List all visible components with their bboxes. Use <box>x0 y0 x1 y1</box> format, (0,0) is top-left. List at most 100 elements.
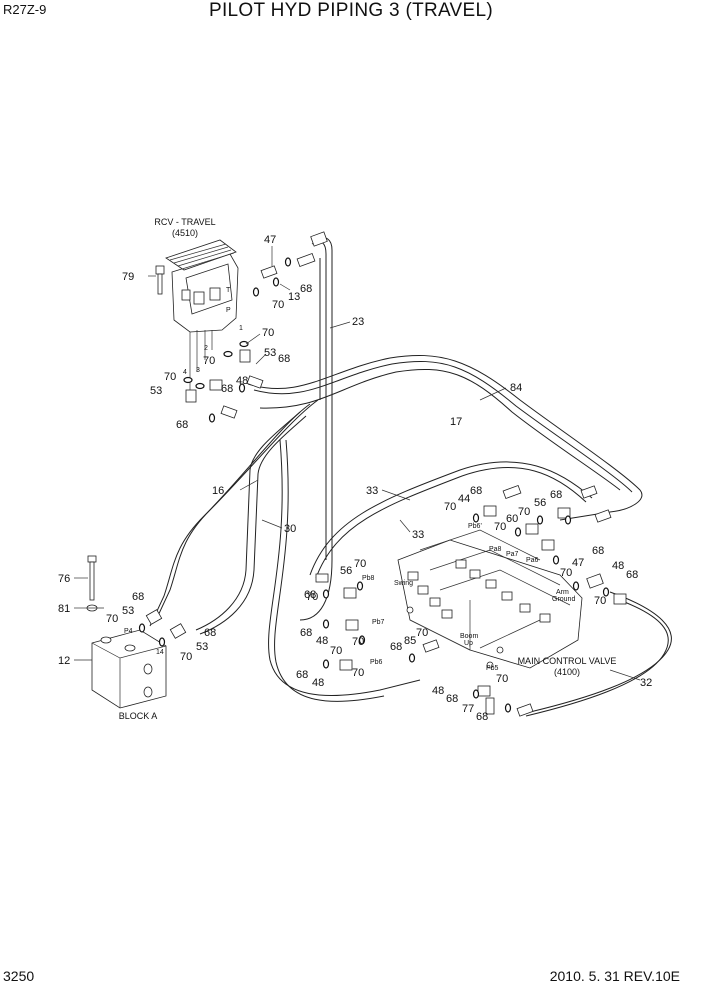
callout-32: 32 <box>640 677 652 689</box>
callout-68: 68 <box>176 419 188 431</box>
callout-47: 47 <box>264 234 276 246</box>
port-3: 3 <box>196 367 200 374</box>
block-a-label: BLOCK A <box>119 711 158 721</box>
callout-81: 81 <box>58 603 70 615</box>
callout-70: 70 <box>330 645 342 657</box>
callout-70: 70 <box>494 521 506 533</box>
callout-53: 53 <box>264 347 276 359</box>
leader-lines <box>74 246 641 681</box>
callout-70: 70 <box>272 299 284 311</box>
model-number: R27Z-9 <box>3 2 47 17</box>
callout-68: 68 <box>592 545 604 557</box>
callout-56: 56 <box>340 565 352 577</box>
callout-68: 68 <box>296 669 308 681</box>
port-t: T <box>226 287 231 294</box>
port-arm: Arm <box>556 589 569 596</box>
callout-70: 70 <box>518 506 530 518</box>
port-boom: Boom <box>460 633 478 640</box>
port-pb6: Pb6 <box>370 659 383 666</box>
port-p4: P4 <box>124 628 133 635</box>
rcv-travel-label: RCV - TRAVEL <box>154 217 215 227</box>
callout-68: 68 <box>300 627 312 639</box>
callout-70: 70 <box>560 567 572 579</box>
mcv-label: MAIN CONTROL VALVE <box>518 656 617 666</box>
main-control-valve <box>397 529 583 669</box>
callout-56: 56 <box>534 497 546 509</box>
port-2: 2 <box>204 345 208 352</box>
callout-33: 33 <box>412 529 424 541</box>
callout-70: 70 <box>106 613 118 625</box>
port-pa7: Pa7 <box>506 551 519 558</box>
callout-33: 33 <box>366 485 378 497</box>
callout-53: 53 <box>122 605 134 617</box>
port-4: 4 <box>183 369 187 376</box>
fittings <box>145 231 627 717</box>
callout-68: 68 <box>221 383 233 395</box>
callout-70: 70 <box>203 355 215 367</box>
revision-date: 2010. 5. 31 REV.10E <box>549 968 680 984</box>
callout-16: 16 <box>212 485 224 497</box>
callout-53: 53 <box>196 641 208 653</box>
o-rings <box>138 257 610 713</box>
callout-68: 68 <box>390 641 402 653</box>
callout-48: 48 <box>612 560 624 572</box>
callout-23: 23 <box>352 316 364 328</box>
callout-68: 68 <box>304 589 316 601</box>
callout-68: 68 <box>476 711 488 723</box>
callout-70: 70 <box>262 327 274 339</box>
callout-68: 68 <box>132 591 144 603</box>
callout-79: 79 <box>122 271 134 283</box>
port-pa8: Pa8 <box>489 546 502 553</box>
port-1: 1 <box>239 325 243 332</box>
callout-77: 77 <box>462 703 474 715</box>
bolt-76 <box>74 555 98 612</box>
rcv-travel-valve <box>165 239 239 395</box>
port-pb8: Pb8 <box>362 575 375 582</box>
callout-30: 30 <box>284 523 296 535</box>
callout-70: 70 <box>444 501 456 513</box>
port-pa6: Pa6 <box>526 557 539 564</box>
port-p: P <box>226 307 231 314</box>
callout-48: 48 <box>316 635 328 647</box>
callout-68: 68 <box>470 485 482 497</box>
callout-70: 70 <box>352 636 364 648</box>
port-pb7: Pb7 <box>372 619 385 626</box>
callout-70: 70 <box>496 673 508 685</box>
callout-70: 70 <box>180 651 192 663</box>
callout-48: 48 <box>236 375 248 387</box>
callout-48: 48 <box>432 685 444 697</box>
callout-70: 70 <box>352 667 364 679</box>
callout-44: 44 <box>458 493 470 505</box>
port-ground: Ground <box>552 596 575 603</box>
callout-47: 47 <box>572 557 584 569</box>
page-title: PILOT HYD PIPING 3 (TRAVEL) <box>208 0 494 21</box>
callout-68: 68 <box>626 569 638 581</box>
callout-68: 68 <box>300 283 312 295</box>
callout-70: 70 <box>416 627 428 639</box>
callout-60: 60 <box>506 513 518 525</box>
callout-68: 68 <box>550 489 562 501</box>
callout-70: 70 <box>306 591 318 603</box>
callout-68: 68 <box>278 353 290 365</box>
callout-17: 17 <box>450 416 462 428</box>
page-number: 3250 <box>3 968 35 984</box>
rcv-travel-code: (4510) <box>172 228 198 238</box>
callout-12: 12 <box>58 655 70 667</box>
bolt-79 <box>148 265 165 295</box>
callout-70: 70 <box>354 558 366 570</box>
callout-85: 85 <box>404 635 416 647</box>
callout-48: 48 <box>312 677 324 689</box>
block-a <box>91 629 167 709</box>
callout-70: 70 <box>594 595 606 607</box>
callout-70: 70 <box>164 371 176 383</box>
callout-84: 84 <box>510 382 522 394</box>
callout-13: 13 <box>288 291 300 303</box>
port-up: Up <box>464 640 473 647</box>
port-pb5: Pb5 <box>486 665 499 672</box>
part-callouts: 47 79 13 70 68 23 70 70 53 68 70 48 53 6… <box>58 234 652 723</box>
mcv-code: (4100) <box>554 667 580 677</box>
callout-53: 53 <box>150 385 162 397</box>
callout-68: 68 <box>204 627 216 639</box>
port-swing: Swing <box>394 580 413 587</box>
